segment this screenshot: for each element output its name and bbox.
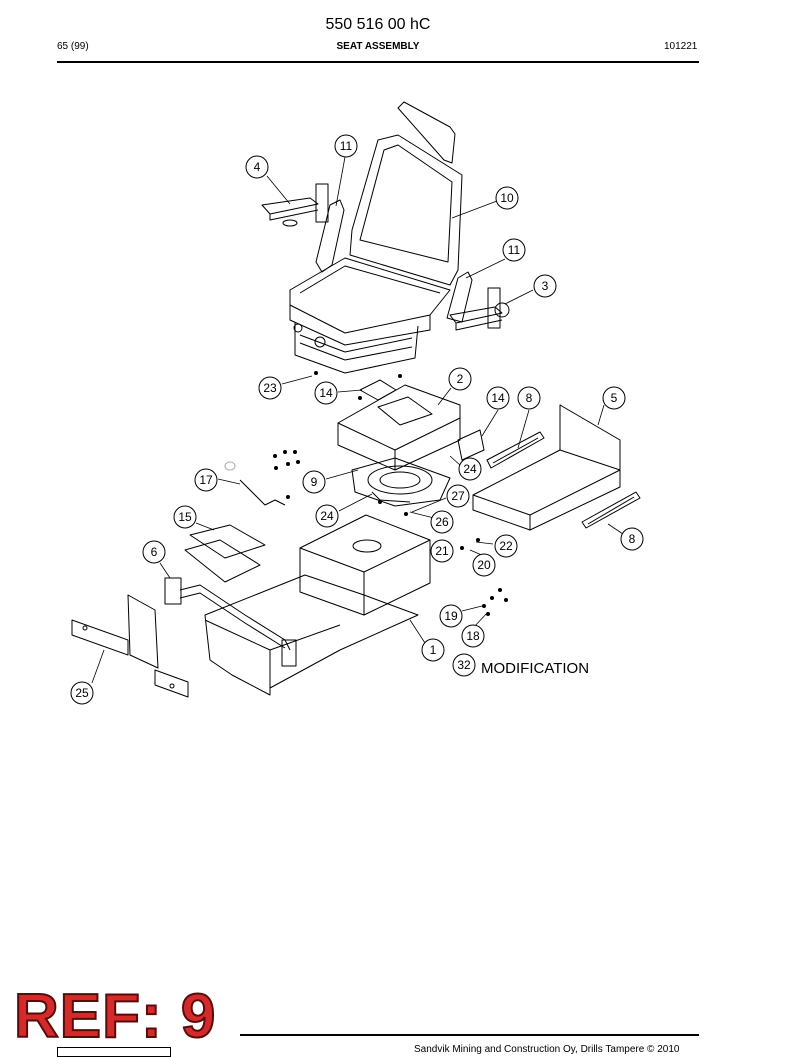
callout-bubble-10 (495, 186, 519, 210)
seat-suspension-drawing (293, 322, 419, 374)
callout-26: 26 (435, 515, 449, 529)
handle-drawing (239, 479, 286, 506)
callout-bubble-8-top (517, 386, 541, 410)
callout-bubble-26 (430, 510, 454, 534)
callout-11-top: 11 (340, 139, 353, 153)
callout-bubble-14-left (314, 381, 338, 405)
callout-2: 2 (457, 372, 464, 386)
callout-24-right: 24 (463, 462, 477, 476)
callout-17: 17 (199, 473, 213, 487)
callout-8-bottom: 8 (629, 532, 636, 546)
callout-bubble-6 (142, 540, 166, 564)
mounting-bracket-drawing (71, 594, 189, 698)
callout-bubbles (70, 134, 644, 705)
side-plate-drawing (457, 429, 485, 461)
footer-rule (240, 1034, 699, 1036)
floor-mat-drawing (184, 524, 266, 583)
page-count: 65 (99) (57, 41, 89, 52)
callout-14-left: 14 (319, 386, 333, 400)
handle-knob-drawing (224, 461, 236, 471)
callout-bubble-11-right (502, 238, 526, 262)
callout-bubble-14-right (486, 386, 510, 410)
callout-bubble-4 (245, 155, 269, 179)
right-armrest-drawing (446, 271, 510, 331)
seat-cushion-drawing (289, 257, 451, 346)
ref-stamp: REF: 9 (13, 982, 217, 1051)
left-armrest-drawing (261, 183, 345, 273)
callout-20: 20 (477, 558, 491, 572)
callout-bubble-18 (461, 624, 485, 648)
callout-18: 18 (466, 629, 480, 643)
header-rule (57, 61, 699, 63)
modification-label: MODIFICATION (481, 660, 589, 677)
callout-bubble-9 (302, 470, 326, 494)
callout-14-right: 14 (491, 391, 505, 405)
callout-15: 15 (178, 510, 192, 524)
callout-bubble-11-top (334, 134, 358, 158)
swivel-plate-drawing (337, 384, 461, 471)
doc-number: 550 516 00 hC (325, 16, 431, 33)
callout-11-right: 11 (508, 243, 521, 257)
callout-bubble-2 (448, 367, 472, 391)
footer-logo (57, 1047, 171, 1057)
callout-bubble-27 (446, 484, 470, 508)
copyright-text: Sandvik Mining and Construction Oy, Dril… (414, 1044, 680, 1055)
section-title: SEAT ASSEMBLY (336, 41, 420, 52)
slide-rail-bottom-drawing (581, 491, 641, 529)
callout-21: 21 (435, 544, 449, 558)
turntable-drawing (351, 457, 451, 507)
callout-1: 1 (430, 643, 437, 657)
callout-bubble-5 (602, 386, 626, 410)
slide-rail-top-drawing (486, 431, 545, 469)
callout-9: 9 (311, 475, 318, 489)
callout-10: 10 (500, 191, 514, 205)
callout-32: 32 (457, 658, 471, 672)
callout-bubble-1 (421, 638, 445, 662)
callout-8-top: 8 (526, 391, 533, 405)
callout-23: 23 (263, 381, 277, 395)
support-bar-drawing (164, 577, 297, 667)
callout-24-left: 24 (320, 509, 334, 523)
base-console-drawing (204, 514, 431, 696)
callout-3: 3 (542, 279, 549, 293)
callout-bubble-15 (173, 505, 197, 529)
callout-bubble-17 (194, 468, 218, 492)
callout-bubble-8-bottom (620, 527, 644, 551)
tray-drawing (472, 404, 621, 531)
callout-bubble-21 (430, 539, 454, 563)
callout-bubble-24-left (315, 504, 339, 528)
date-code: 101221 (664, 41, 698, 52)
callout-25: 25 (75, 686, 89, 700)
seat-backrest-drawing (349, 101, 463, 286)
callout-bubble-32 (452, 653, 476, 677)
callout-22: 22 (499, 539, 513, 553)
spacer-plate-drawing (359, 379, 397, 401)
callout-bubble-20 (472, 553, 496, 577)
callout-19: 19 (444, 609, 458, 623)
callout-bubble-22 (494, 534, 518, 558)
callout-4: 4 (254, 160, 261, 174)
callout-bubble-19 (439, 604, 463, 628)
callout-bubble-23 (258, 376, 282, 400)
callout-5: 5 (611, 391, 618, 405)
callout-bubble-24-right (458, 457, 482, 481)
callout-6: 6 (151, 545, 158, 559)
callout-27: 27 (451, 489, 465, 503)
callout-bubble-25 (70, 681, 94, 705)
callout-labels: 11 4 10 11 3 2 23 14 14 8 5 17 9 24 27 1… (75, 139, 635, 700)
callout-bubble-3 (533, 274, 557, 298)
